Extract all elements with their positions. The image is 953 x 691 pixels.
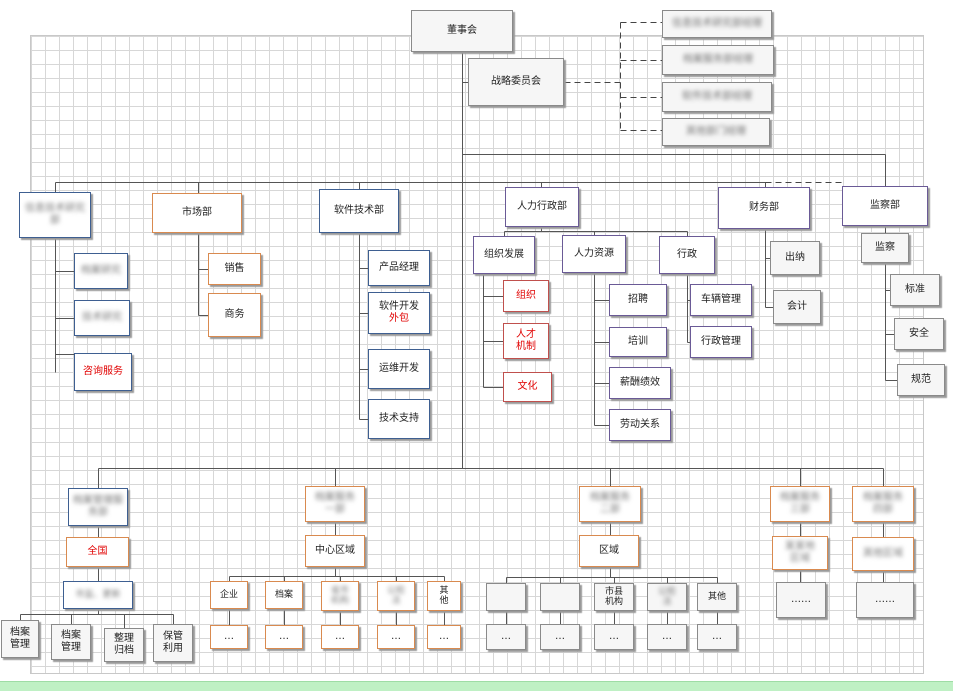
service-2-child-5: 其他 [697,583,737,611]
center-child-1: 档案管理 [1,620,39,658]
advisor-4: 其他部门经理 [662,118,770,146]
service-3-region: 某某地区域 [772,536,828,570]
service-1-dots-4: … [377,625,415,649]
outsource-label: 外包 [389,313,409,324]
service-2-dots-5: … [697,624,737,650]
service-3-dots: …… [776,582,826,618]
service-1-child-1: 企业 [210,581,248,609]
hr-org: 组织发展 [473,236,535,274]
hr-admin-2: 行政管理 [690,326,752,358]
hr-res-2: 培训 [609,327,667,357]
service-4: 档案服务四部 [852,486,914,522]
hr-org-1: 组织 [503,280,549,312]
market-child-1: 销售 [208,253,261,285]
hr-admin: 行政 [659,236,715,274]
advisor-2: 档案服务部经理 [662,45,774,75]
service-2-dots-1: … [486,624,526,650]
service-2-child-3: 市县机构 [594,583,634,611]
service-1-child-5: 其他 [427,581,461,611]
software-child-1: 产品经理 [368,250,430,286]
hr-org-3: 文化 [503,372,552,402]
audit-child-2: 安全 [894,318,944,350]
service-1-dots-1: … [210,625,248,649]
grid-canvas [30,35,924,674]
service-2-child-2 [540,583,580,611]
audit-sub: 监察 [861,233,909,263]
audit-child-3: 规范 [897,364,945,396]
software-child-2: 软件开发外包 [368,292,430,334]
dept-finance: 财务部 [718,187,810,229]
center-child-4: 保管利用 [153,624,193,662]
advisor-1: 信息技术研究部经理 [662,10,772,38]
service-4-dots: …… [856,582,914,618]
center-market: 市监、更新 [63,581,133,609]
service-2: 档案服务二部 [579,486,641,522]
dept-hr: 人力行政部 [505,187,579,227]
service-1-dots-5: … [427,625,461,649]
hr-res: 人力资源 [562,235,626,273]
hr-res-1: 招聘 [609,284,667,316]
research-child-2: 技术研究 [74,300,130,336]
hr-org-2: 人才机制 [503,323,549,359]
service-1-region: 中心区域 [305,535,365,567]
service-1-child-4: 公检法 [377,581,415,611]
service-2-dots-4: … [647,624,687,650]
dept-market: 市场部 [152,193,242,233]
service-1-dots-2: … [265,625,303,649]
advisor-3: 软件技术部经理 [662,82,772,112]
strategy: 战略委员会 [468,58,564,106]
dept-audit: 监察部 [842,186,928,226]
service-1-child-2: 档案 [265,581,303,609]
software-dev-label: 软件开发 [379,301,419,312]
service-2-child-1 [486,583,526,611]
center-national: 全国 [66,537,129,567]
service-2-region: 区域 [579,535,639,567]
center-child-2: 档案管理 [51,624,91,660]
service-3: 档案服务三部 [770,486,830,522]
service-4-region: 其他区域 [852,537,914,571]
service-2-child-4: 公检法 [647,583,687,611]
service-2-dots-3: … [594,624,634,650]
research-child-1: 档案研究 [74,253,128,289]
dept-software: 软件技术部 [319,189,399,233]
hr-res-4: 劳动关系 [609,409,671,441]
board: 董事会 [411,10,513,52]
status-strip [0,681,953,691]
finance-child-1: 出纳 [770,241,820,275]
center-child-3: 整理归档 [104,628,144,662]
center-dept: 档案管理服务部 [68,488,128,526]
hr-res-3: 薪酬绩效 [609,367,671,399]
research-child-3: 咨询服务 [74,353,132,391]
service-1-dots-3: … [321,625,359,649]
service-2-dots-2: … [540,624,580,650]
finance-child-2: 会计 [773,290,821,324]
software-child-3: 运维开发 [368,349,430,389]
market-child-2: 商务 [208,293,261,337]
service-1: 档案服务一部 [305,486,365,522]
software-child-4: 技术支持 [368,399,430,439]
audit-child-1: 标准 [890,274,940,306]
dept-research: 信息技术研究部 [19,192,91,238]
service-1-child-3: 省市机构 [321,581,359,611]
hr-admin-1: 车辆管理 [690,284,752,316]
